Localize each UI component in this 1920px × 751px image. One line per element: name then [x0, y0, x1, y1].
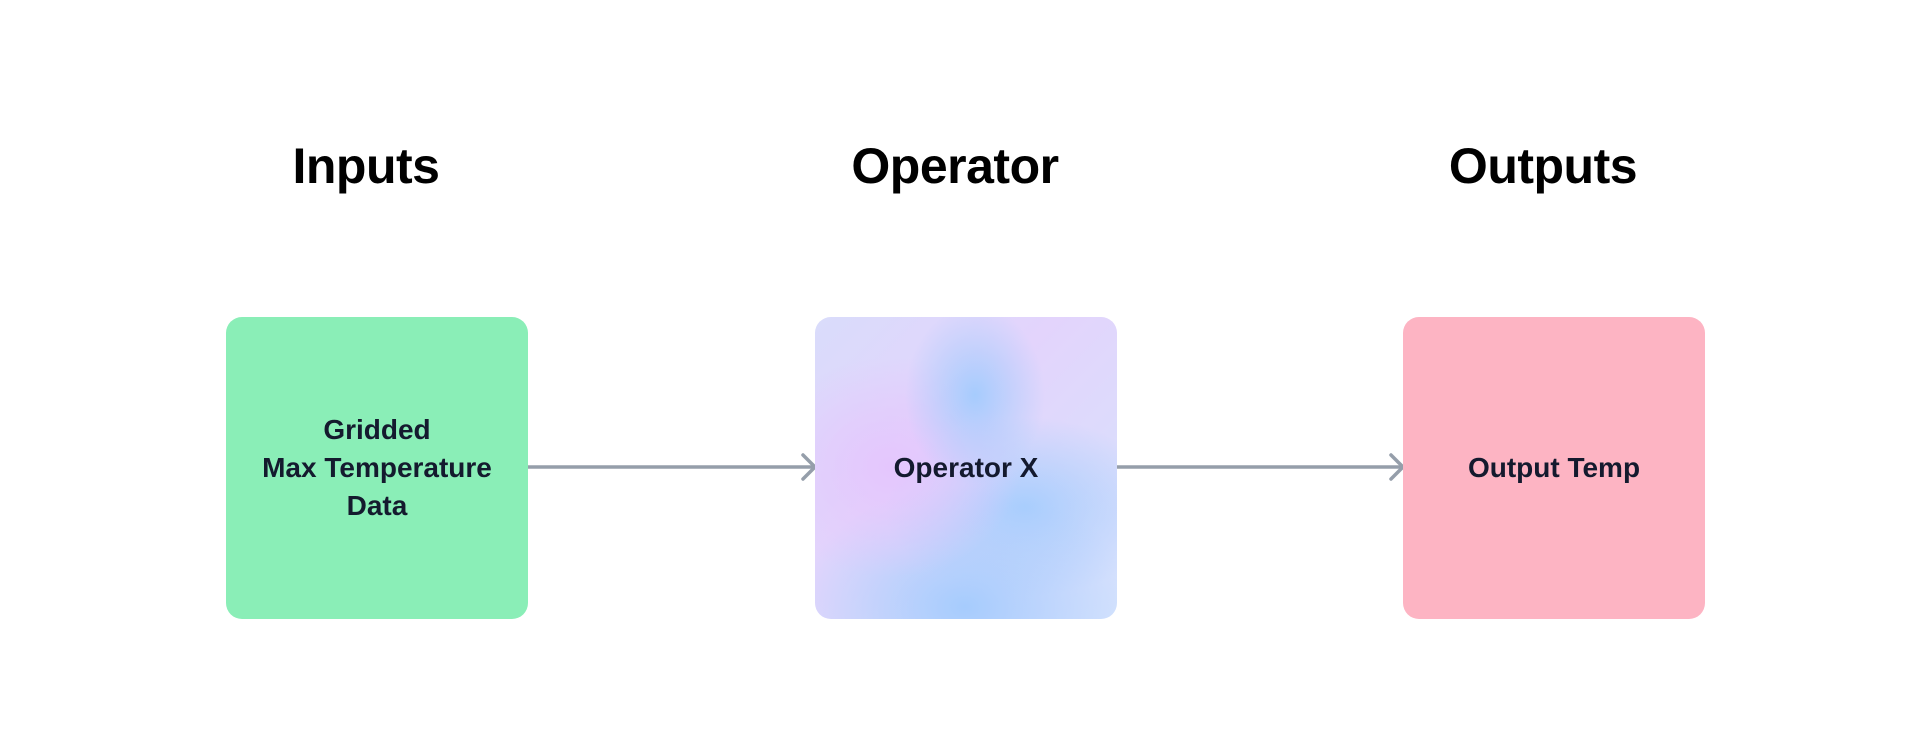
arrow-input-to-operator-head — [801, 453, 817, 481]
operator-node-label: Operator X — [893, 452, 1039, 483]
arrow-operator-to-output-head — [1389, 453, 1405, 481]
input-node-label: Gridded Max Temperature Data — [262, 414, 492, 521]
heading-outputs: Outputs — [1448, 138, 1638, 194]
heading-operator: Operator — [851, 138, 1059, 194]
arrow-operator-to-output — [1115, 453, 1405, 481]
output-node-label: Output Temp — [1467, 452, 1641, 483]
input-node: Gridded Max Temperature Data — [226, 317, 528, 619]
heading-inputs: Inputs — [292, 138, 440, 194]
arrow-input-to-operator — [526, 453, 817, 481]
output-node: Output Temp — [1403, 317, 1705, 619]
operator-node: Operator X — [815, 317, 1117, 619]
